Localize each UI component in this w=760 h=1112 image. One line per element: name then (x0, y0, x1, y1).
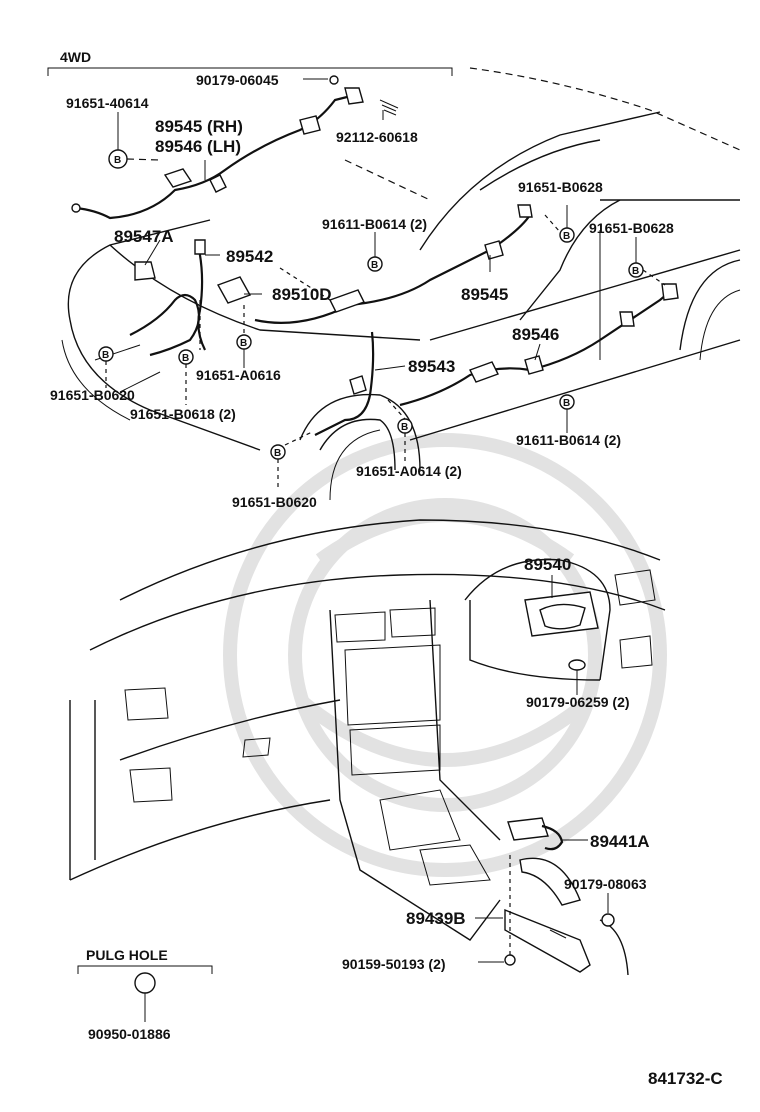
svg-text:B: B (240, 338, 247, 349)
label-90950-01886: 90950-01886 (88, 1026, 171, 1042)
svg-text:B: B (563, 398, 570, 409)
svg-text:B: B (274, 448, 281, 459)
label-92112-60618: 92112-60618 (336, 129, 418, 145)
label-89547a: 89547A (114, 227, 174, 246)
4wd-group-bracket: 4WD (47, 49, 453, 76)
plug-hole-detail: PULG HOLE (77, 947, 213, 1022)
label-91651-b0628-a: 91651-B0628 (518, 179, 603, 195)
dashboard-outline (69, 519, 666, 976)
label-90179-06259: 90179-06259 (2) (526, 694, 630, 710)
bolt-marker-91651-40614: B (108, 149, 128, 169)
label-90179-06045: 90179-06045 (196, 72, 279, 88)
bolt-marker-91651-b0628-b: B (628, 262, 644, 278)
bolt-marker-91651-b0620-a: B (98, 346, 114, 362)
bolt-marker-91611-b0614-top: B (367, 256, 383, 272)
svg-text:B: B (102, 350, 109, 361)
label-89543: 89543 (408, 357, 455, 376)
label-89510d: 89510D (272, 285, 332, 304)
svg-text:B: B (563, 231, 570, 242)
airbag-sensor-89540 (524, 575, 599, 671)
bolt-marker-91611-b0614-bottom: B (559, 394, 575, 410)
front-harness (129, 204, 679, 436)
label-91611-b0614-bottom: 91611-B0614 (2) (516, 432, 621, 448)
leader-lines (105, 78, 666, 963)
car-body-outline (61, 67, 741, 501)
label-89439b: 89439B (406, 909, 466, 928)
bolt-marker-91651-b0620-b: B (270, 444, 286, 460)
label-89441a: 89441A (590, 832, 650, 851)
label-91651-40614: 91651-40614 (66, 95, 149, 111)
label-91611-b0614-top: 91611-B0614 (2) (322, 216, 427, 232)
bolt-marker-91651-b0618: B (178, 349, 194, 365)
plug-hole-title: PULG HOLE (86, 947, 168, 963)
svg-text:B: B (371, 260, 378, 271)
speed-sensor-wire-4wd (71, 75, 399, 220)
4wd-label: 4WD (60, 49, 91, 65)
label-91651-b0618: 91651-B0618 (2) (130, 406, 236, 422)
bolt-marker-91651-b0628-a: B (559, 227, 575, 243)
label-89545: 89545 (461, 285, 508, 304)
bolt-marker-91651-a0614: B (397, 418, 413, 434)
watermark-emblem (223, 433, 667, 877)
label-91651-b0620-b: 91651-B0620 (232, 494, 317, 510)
label-89542: 89542 (226, 247, 273, 266)
label-89545-rh: 89545 (RH) (155, 117, 243, 136)
label-91651-b0628-b: 91651-B0628 (589, 220, 674, 236)
label-91651-a0614: 91651-A0614 (2) (356, 463, 462, 479)
label-91651-b0620-a: 91651-B0620 (50, 387, 135, 403)
label-89546: 89546 (512, 325, 559, 344)
label-90179-08063: 90179-08063 (564, 876, 647, 892)
bolt-marker-91651-a0616: B (236, 334, 252, 350)
floor-sensor-assembly (504, 817, 615, 973)
svg-text:B: B (632, 266, 639, 277)
label-91651-a0616: 91651-A0616 (196, 367, 281, 383)
label-89540: 89540 (524, 555, 571, 574)
svg-text:B: B (182, 353, 189, 364)
part-labels: 90179-06045 91651-40614 89545 (RH) 89546… (50, 72, 674, 1042)
label-89546-lh: 89546 (LH) (155, 137, 241, 156)
svg-text:B: B (114, 155, 121, 166)
label-90159-50193: 90159-50193 (2) (342, 956, 446, 972)
diagram-code: 841732-C (648, 1069, 723, 1088)
svg-text:B: B (401, 422, 408, 433)
